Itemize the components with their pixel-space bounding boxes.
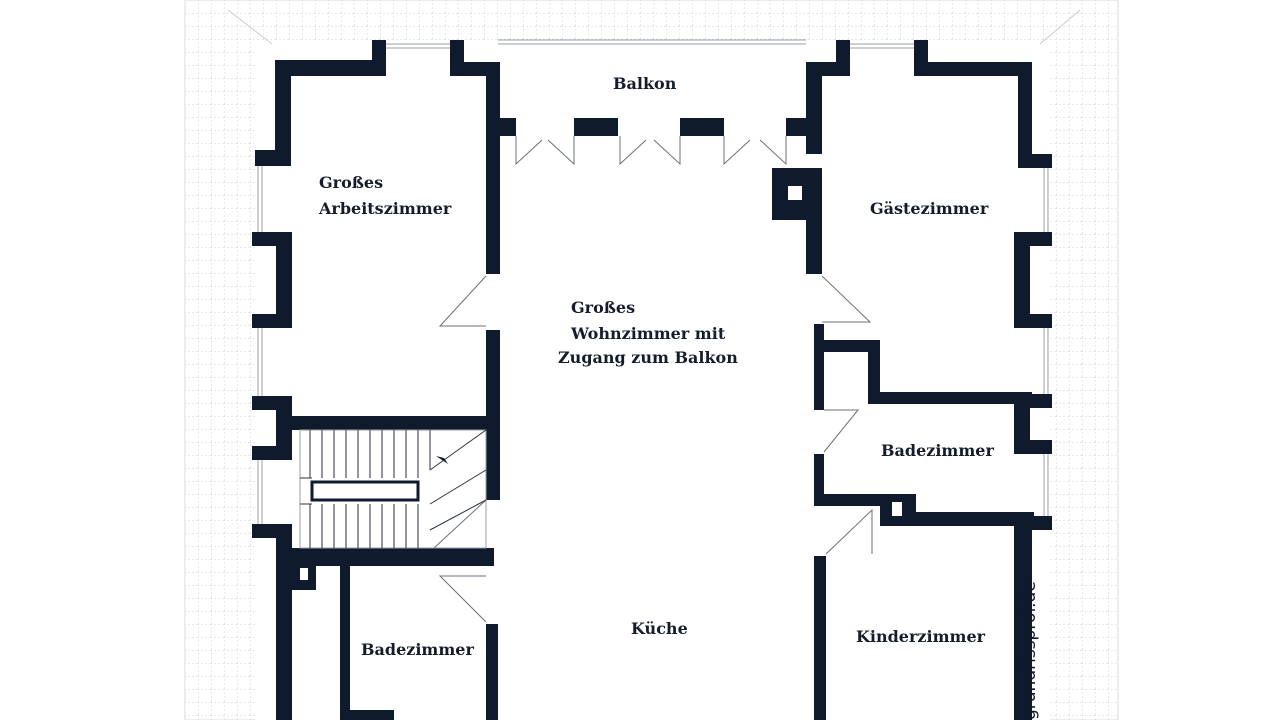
roof-line-right [1039, 9, 1081, 45]
wall [814, 454, 824, 504]
staircase [299, 429, 487, 549]
wall [1018, 154, 1052, 168]
wall [276, 416, 500, 430]
wall [1014, 314, 1052, 328]
balcony-area [498, 40, 806, 132]
wall [486, 330, 500, 500]
wall [1014, 394, 1030, 454]
room-label-badezimmer-left: Badezimmer [361, 640, 474, 659]
wall [275, 60, 385, 76]
windows [257, 39, 1049, 524]
watermark-text: grundrissprof.de [1020, 581, 1040, 720]
roof-line-left [227, 9, 273, 45]
room-label-badezimmer-right: Badezimmer [881, 441, 994, 460]
wall [836, 40, 850, 76]
wall [486, 118, 516, 136]
wall [814, 340, 880, 352]
wall [914, 62, 1032, 76]
wall-hollow [300, 568, 308, 580]
wall [574, 118, 618, 136]
wall [1014, 440, 1052, 454]
wall [868, 392, 1032, 404]
wall [372, 40, 386, 76]
wall [276, 232, 292, 328]
wall [806, 168, 822, 274]
room-label-arbeitszimmer-line1: Großes [319, 173, 384, 192]
stair-direction-arrow [436, 456, 448, 464]
wall [340, 566, 350, 720]
stair-landing-rail [310, 480, 420, 502]
wall [486, 62, 500, 274]
room-label-kueche: Küche [631, 619, 688, 638]
room-label-wohnzimmer-line3: Zugang zum Balkon [558, 348, 738, 367]
room-label-kinderzimmer: Kinderzimmer [856, 627, 986, 646]
room-label-arbeitszimmer-line2: Arbeitszimmer [319, 199, 452, 218]
wall [868, 340, 880, 402]
wall [276, 524, 292, 720]
wall [252, 314, 292, 328]
wall [680, 118, 724, 136]
building-interior [255, 40, 1050, 720]
wall [880, 512, 1034, 526]
wall [902, 494, 916, 524]
wall [814, 556, 826, 720]
wall [275, 60, 291, 166]
wall [1014, 516, 1032, 720]
terrace-border [184, 0, 1119, 720]
wall [486, 624, 498, 720]
wall [1018, 62, 1032, 168]
wall [252, 446, 292, 460]
wall [814, 324, 824, 410]
room-label-wohnzimmer-line1: Großes [571, 298, 636, 317]
room-label-wohnzimmer-line2: Wohnzimmer mit [571, 324, 726, 343]
room-label-balkon: Balkon [613, 74, 677, 93]
wall [1014, 232, 1030, 328]
walls [252, 40, 1052, 720]
wall [276, 548, 494, 566]
wall [350, 710, 394, 720]
wall-hollow [788, 186, 802, 200]
room-label-gaestezimmer: Gästezimmer [870, 199, 989, 218]
doors [432, 136, 873, 623]
wall [786, 118, 810, 136]
wall-hollow [892, 502, 902, 516]
wall [806, 62, 822, 154]
